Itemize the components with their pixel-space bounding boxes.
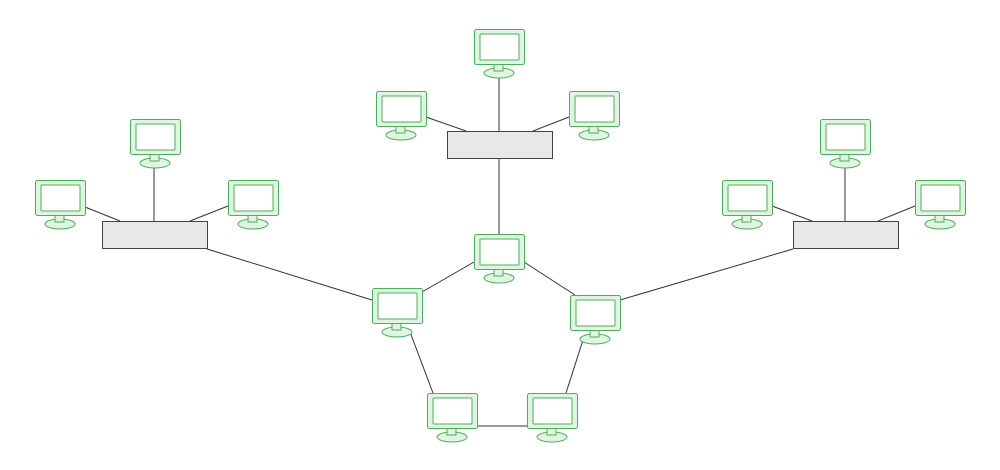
monitor-screen: [920, 184, 961, 212]
monitor-screen: [377, 292, 418, 320]
link-ring-3-ring-5: [565, 339, 584, 394]
computer-right-c[interactable]: [915, 180, 966, 230]
monitor-screen: [40, 184, 81, 212]
link-right-b-switch-right: [771, 205, 813, 222]
monitor-stand: [149, 153, 160, 162]
computer-ring-4[interactable]: [427, 393, 478, 443]
monitor-screen: [532, 397, 573, 425]
monitor-screen: [381, 95, 422, 123]
monitor-stand: [589, 329, 600, 338]
monitor-stand: [934, 214, 945, 223]
computer-ring-5[interactable]: [527, 393, 578, 443]
link-ring-2-ring-4: [409, 331, 434, 394]
monitor-screen: [727, 184, 768, 212]
monitor-screen: [479, 33, 520, 61]
link-ring-1-ring-3: [523, 261, 576, 296]
link-ring-1-ring-2: [421, 261, 475, 293]
switch-left[interactable]: [102, 221, 208, 249]
switch-right[interactable]: [793, 221, 899, 249]
monitor-screen: [432, 397, 473, 425]
computer-ring-1[interactable]: [474, 234, 525, 284]
link-left-c-switch-left: [189, 205, 229, 222]
monitor-stand: [395, 125, 406, 134]
monitor-stand: [588, 125, 599, 134]
link-left-b-switch-left: [84, 206, 121, 222]
link-switch-left-ring-2: [206, 248, 373, 301]
monitor-stand: [391, 322, 402, 331]
monitor-stand: [54, 214, 65, 223]
link-right-c-switch-right: [877, 205, 916, 222]
computer-top-b[interactable]: [376, 91, 427, 141]
computer-ring-3[interactable]: [570, 295, 621, 345]
monitor-screen: [575, 299, 616, 327]
monitor-screen: [574, 95, 615, 123]
monitor-screen: [135, 123, 176, 151]
computer-right-a[interactable]: [820, 119, 871, 169]
monitor-stand: [493, 268, 504, 277]
link-top-c-switch-top: [532, 116, 570, 132]
monitor-stand: [741, 214, 752, 223]
computer-ring-2[interactable]: [372, 288, 423, 338]
computer-left-b[interactable]: [35, 180, 86, 230]
computer-left-a[interactable]: [130, 119, 181, 169]
monitor-stand: [247, 214, 258, 223]
monitor-stand: [446, 427, 457, 436]
monitor-screen: [479, 238, 520, 266]
monitor-stand: [546, 427, 557, 436]
computer-top-a[interactable]: [474, 29, 525, 79]
monitor-screen: [233, 184, 274, 212]
computer-top-c[interactable]: [569, 91, 620, 141]
computer-left-c[interactable]: [228, 180, 279, 230]
monitor-stand: [493, 63, 504, 72]
monitor-stand: [839, 153, 850, 162]
link-top-b-switch-top: [425, 116, 467, 132]
switch-top[interactable]: [447, 131, 553, 159]
computer-right-b[interactable]: [722, 180, 773, 230]
switches: [102, 131, 899, 249]
link-switch-right-ring-3: [619, 248, 794, 301]
links: [84, 67, 916, 427]
monitor-screen: [825, 123, 866, 151]
computers: [35, 29, 966, 443]
